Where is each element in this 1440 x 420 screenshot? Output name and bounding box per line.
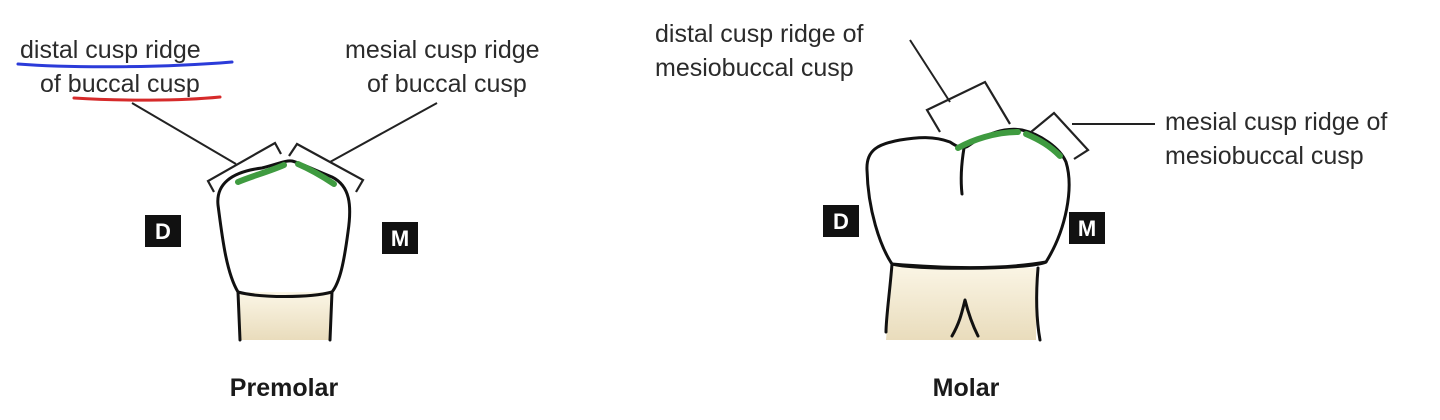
premolar-label-left-line1: distal cusp ridge bbox=[20, 36, 201, 64]
molar-label-top-line2: mesiobuccal cusp bbox=[655, 54, 854, 82]
premolar-distal-leader bbox=[131, 102, 237, 165]
molar-caption: Molar bbox=[933, 374, 1000, 402]
molar-mesial-bracket bbox=[1030, 111, 1090, 160]
molar-distal-ridge bbox=[955, 129, 1021, 151]
svg-text:D: D bbox=[155, 219, 171, 244]
premolar-distal-ridge bbox=[235, 162, 287, 185]
premolar-distal-bracket bbox=[206, 141, 282, 193]
svg-text:D: D bbox=[833, 209, 849, 234]
svg-text:M: M bbox=[1078, 216, 1096, 241]
premolar-label-right-line1: mesial cusp ridge bbox=[345, 36, 540, 64]
premolar-label-left-line2: of buccal cusp bbox=[40, 70, 200, 98]
red-underline bbox=[72, 95, 222, 102]
premolar-figure bbox=[131, 102, 438, 342]
molar-distal-bracket bbox=[925, 80, 1011, 133]
molar-furcation bbox=[950, 298, 980, 338]
molar-label-right-line2: mesiobuccal cusp bbox=[1165, 142, 1364, 170]
molar-distal-leader bbox=[909, 39, 951, 103]
premolar-caption: Premolar bbox=[230, 374, 339, 402]
premolar-distal-badge: D bbox=[145, 215, 181, 247]
premolar-label-right-line2: of buccal cusp bbox=[367, 70, 527, 98]
blue-underline bbox=[16, 60, 234, 69]
molar-mesial-badge: M bbox=[1069, 212, 1105, 244]
molar-distal-badge: D bbox=[823, 205, 859, 237]
premolar-mesial-leader bbox=[329, 102, 438, 163]
premolar-mesial-ridge bbox=[295, 161, 337, 187]
molar-mesial-ridge bbox=[1023, 131, 1063, 159]
molar-label-right-line1: mesial cusp ridge of bbox=[1165, 108, 1387, 136]
premolar-root bbox=[238, 292, 332, 340]
molar-root bbox=[886, 264, 1036, 340]
molar-crown bbox=[865, 127, 1071, 270]
molar-groove bbox=[959, 146, 966, 196]
molar-label-top-line1: distal cusp ridge of bbox=[655, 20, 864, 48]
svg-text:M: M bbox=[391, 226, 409, 251]
molar-cej bbox=[890, 260, 1048, 269]
premolar-mesial-badge: M bbox=[382, 222, 418, 254]
molar-figure bbox=[865, 39, 1155, 342]
